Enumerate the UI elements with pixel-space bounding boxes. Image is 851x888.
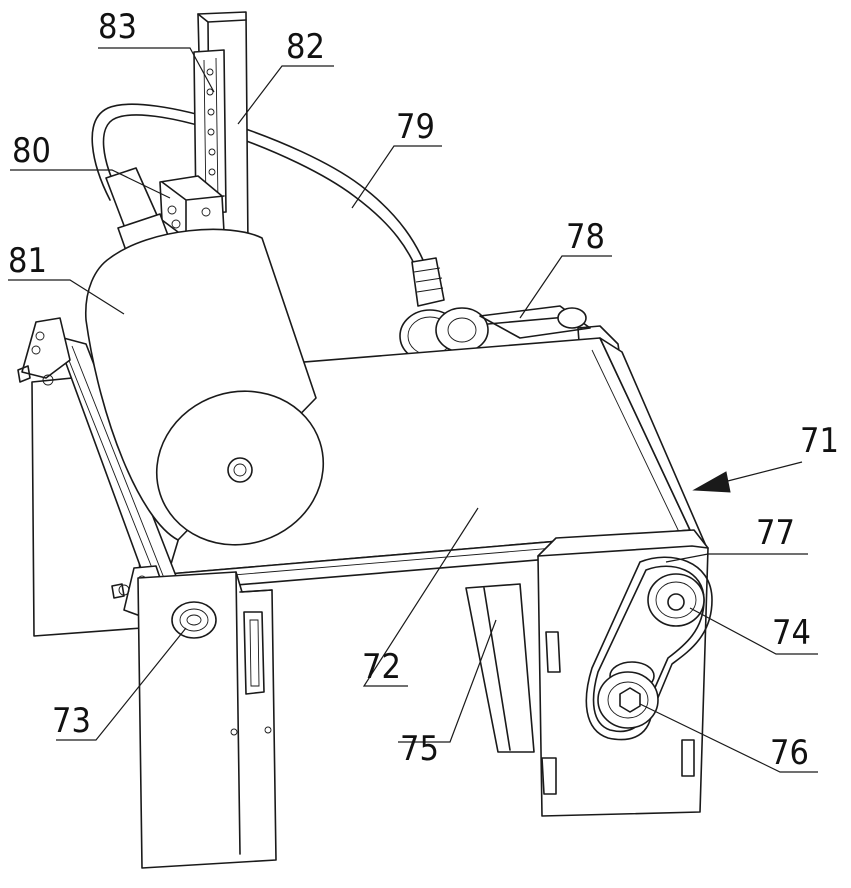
label-72: 72 (362, 647, 401, 687)
bearing-73 (172, 602, 216, 638)
label-82: 82 (286, 27, 325, 67)
label-73: 73 (52, 701, 91, 741)
label-74: 74 (772, 613, 811, 653)
label-75: 75 (400, 729, 439, 769)
label-78: 78 (566, 217, 605, 257)
label-83: 83 (98, 7, 137, 47)
label-71: 71 (800, 421, 839, 461)
label-80: 80 (12, 131, 51, 171)
label-77: 77 (756, 513, 795, 553)
label-79: 79 (396, 107, 435, 147)
label-76: 76 (770, 733, 809, 773)
support-75 (466, 584, 534, 752)
label-81: 81 (8, 241, 47, 281)
arrow-71 (694, 462, 802, 492)
pulley-74 (648, 574, 704, 626)
